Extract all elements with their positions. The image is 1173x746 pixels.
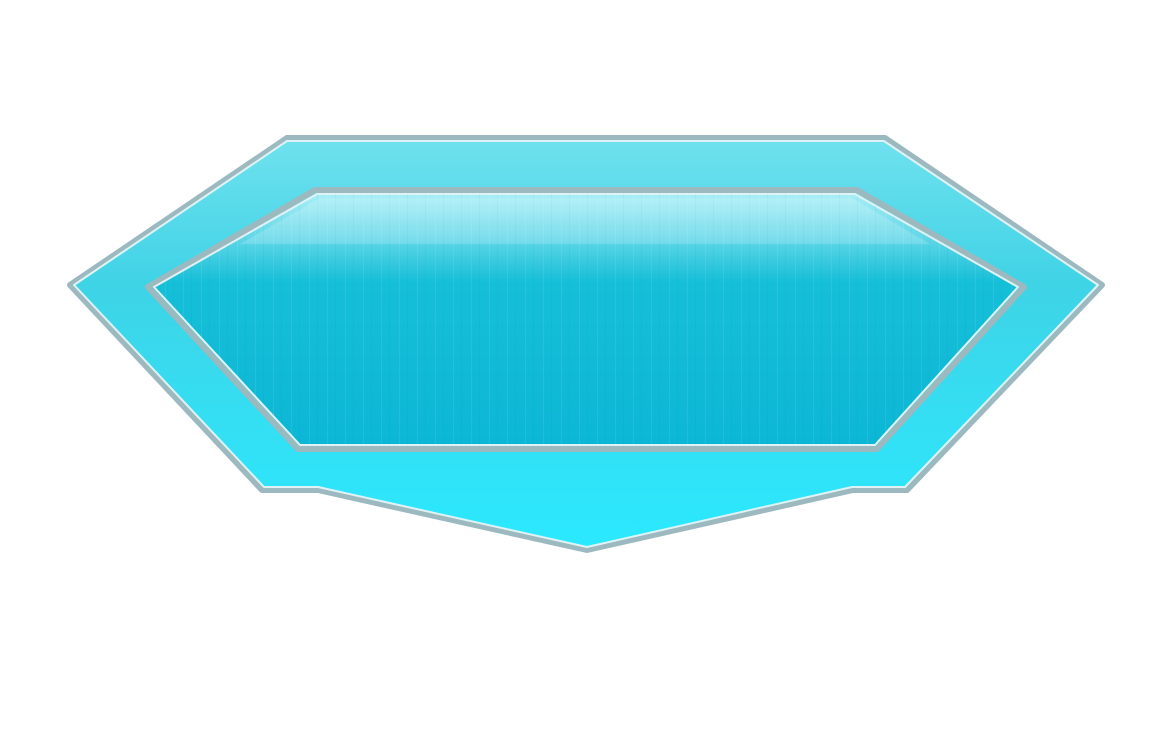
inner-panel-border (145, 187, 1027, 452)
inner-panel-highlight (240, 198, 930, 244)
inner-panel-texture (154, 194, 1018, 445)
outer-frame-border (67, 135, 1105, 553)
inner-panel (145, 187, 1027, 452)
